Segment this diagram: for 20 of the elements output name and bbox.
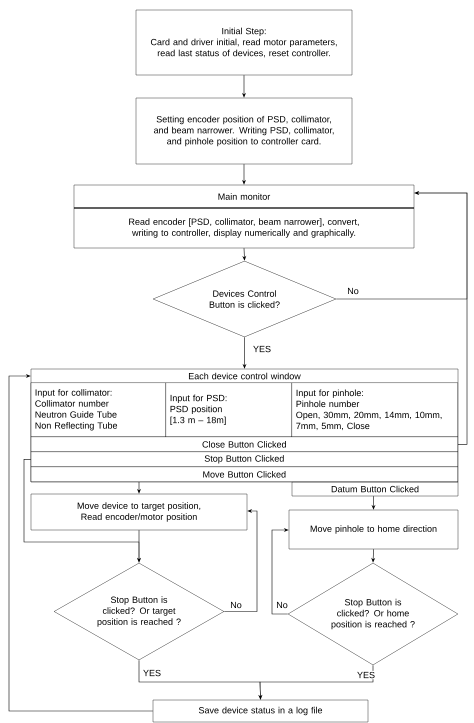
input-cell: Input for PSD: PSD position [1.3 m – 18m] <box>166 382 292 437</box>
edge-label: YES <box>252 344 272 354</box>
process-box: Move pinhole to home direction <box>288 510 458 550</box>
process-box: Save device status in a log file <box>152 700 368 722</box>
edge-label: YES <box>356 670 376 680</box>
button-row: Stop Button Clicked <box>30 452 458 467</box>
input-cell: Input for collimator: Collimator number Neutron Guide Tube Non Reflecting Tube <box>30 382 166 437</box>
edge-label: No <box>229 600 243 610</box>
input-cell: Input for pinhole: Pinhole number Open, 30mm, 20mm, 14mm, 10mm, 7mm, 5mm, Close <box>292 382 458 437</box>
button-row: Datum Button Clicked <box>292 482 458 496</box>
edge-label: No <box>346 286 360 296</box>
process-box: Setting encoder position of PSD, collimator, and beam narrower. Writing PSD, collimator, and pinhole position to controller card. <box>136 98 352 164</box>
process-box: Move device to target position, Read encoder/motor position <box>30 494 248 530</box>
button-row: Move Button Clicked <box>30 466 458 482</box>
edge-label: No <box>275 600 289 610</box>
process-box: Main monitor Read encoder [PSD, collimator, beam narrower], convert, writing to controller, display numerically and graphically. <box>74 184 414 248</box>
arrow <box>8 374 154 712</box>
process-box: Initial Step: Card and driver initial, read motor parameters, read last status of devices, reset controller. <box>136 10 352 76</box>
button-row: Close Button Clicked <box>30 436 458 452</box>
edge-label: YES <box>142 668 162 678</box>
